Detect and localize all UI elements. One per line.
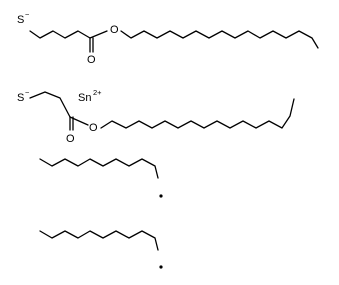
atom-o1-carbonyl: O: [87, 54, 96, 66]
fragment-2: S − Sn 2+ O O: [17, 88, 295, 145]
fragment-1: S − O O: [17, 10, 319, 66]
octyl-chain-1: [39, 158, 159, 179]
atom-s1: S: [17, 14, 24, 26]
atom-o1-ester: O: [110, 24, 119, 36]
radical-dot-1: [159, 194, 163, 198]
fragment-4-octyl: [39, 230, 163, 269]
radical-dot-2: [159, 265, 163, 269]
chain-s1-to-carbonyl: [29, 30, 91, 39]
charge-sn: 2+: [93, 88, 102, 97]
atom-s2: S: [17, 92, 24, 104]
atom-o2-ester: O: [89, 122, 98, 134]
charge-s1: −: [25, 10, 30, 19]
bond-c2-o-ester: [69, 116, 89, 126]
octyl-chain-2: [39, 230, 159, 251]
decyl-chain-1: [120, 30, 319, 49]
bond-c1-o-ester: [89, 30, 108, 39]
decyl-chain-2: [100, 98, 295, 129]
fragment-3-octyl: [39, 158, 163, 198]
atom-o2-carbonyl: O: [66, 133, 75, 145]
chain-s2-to-carbonyl: [29, 91, 71, 118]
atom-sn: Sn: [78, 92, 91, 104]
charge-s2: −: [25, 88, 30, 97]
